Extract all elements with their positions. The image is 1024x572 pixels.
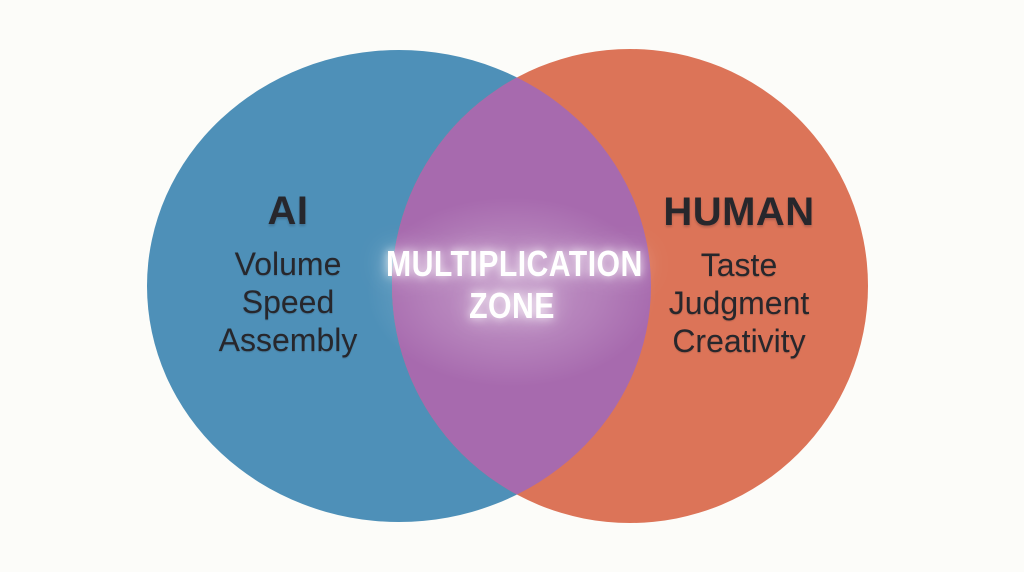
ai-item-assembly: Assembly <box>218 322 358 358</box>
human-item-taste: Taste <box>700 247 778 283</box>
overlap-label-line2: ZONE <box>469 285 555 326</box>
human-items: Taste Judgment Creativity <box>589 246 889 360</box>
ai-heading: AI <box>267 189 309 233</box>
human-item-creativity: Creativity <box>672 323 806 359</box>
overlap-glow <box>367 197 657 387</box>
ai-items: Volume Speed Assembly <box>138 245 438 359</box>
ai-item-speed: Speed <box>241 284 335 320</box>
overlap-label-line1: MULTIPLICATION <box>386 243 643 284</box>
human-label-block: HUMAN Taste Judgment Creativity <box>589 190 889 360</box>
ai-item-volume: Volume <box>234 246 342 282</box>
human-item-judgment: Judgment <box>668 285 810 321</box>
human-heading: HUMAN <box>663 190 815 234</box>
ai-label-block: AI Volume Speed Assembly <box>138 189 438 359</box>
overlap-label-block: MULTIPLICATION ZONE <box>386 243 643 327</box>
